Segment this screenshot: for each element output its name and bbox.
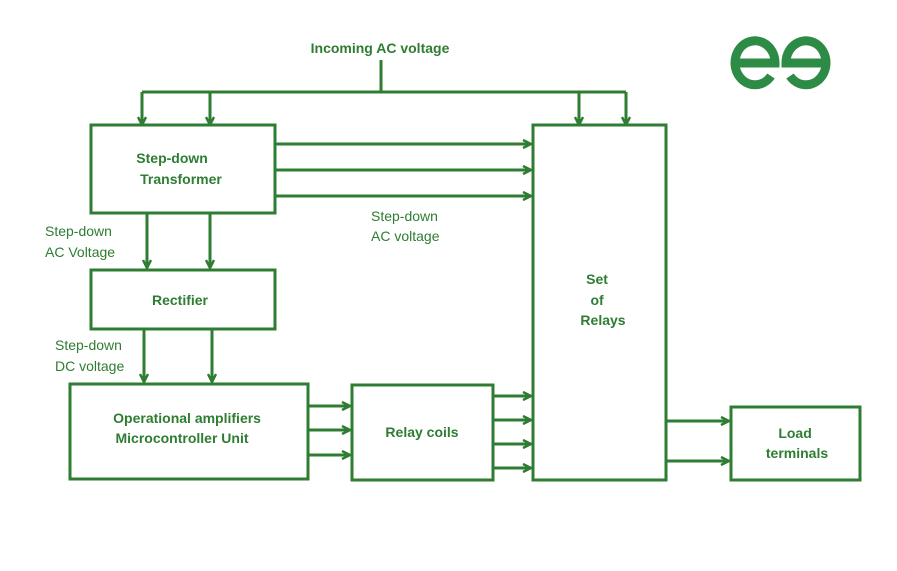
svg-text:Operational amplifiers M: Operational amplifiers Microcontroller U… [113, 410, 265, 446]
svg-text:Step-down Transformer: Step-down Transformer [136, 150, 222, 187]
stepdown-ac-voltage-left-label: Step-down AC Voltage [45, 223, 116, 260]
opamp-to-relay-coils-arrows [308, 406, 350, 455]
relays-label-line3: Relays [580, 312, 625, 328]
rectifier-label: Rectifier [152, 292, 209, 308]
set-of-relays-block: Set of Relays [531, 123, 668, 482]
opamp-label-line2: Microcontroller Unit [115, 430, 248, 446]
incoming-ac-lines [142, 60, 626, 125]
load-label-line2: terminals [766, 445, 828, 461]
svg-text:Load terminals: Load terminals [766, 425, 828, 461]
transformer-label-line1: Step-down [136, 150, 208, 166]
relays-label-line1: Set [586, 271, 608, 287]
rectifier-to-opamp-arrows [144, 329, 212, 382]
rectifier-block: Rectifier [89, 268, 277, 331]
gfg-logo-icon [730, 36, 831, 90]
opamp-label-line1: Operational amplifiers [113, 410, 261, 426]
step-down-transformer-block: Step-down Transformer [89, 123, 277, 215]
transformer-to-rectifier-arrows [147, 213, 210, 268]
relay-coils-label: Relay coils [385, 424, 458, 440]
relays-label-line2: of [590, 292, 604, 308]
transformer-to-relays-arrows [275, 144, 531, 196]
load-terminals-block: Load terminals [729, 405, 862, 482]
incoming-ac-voltage-label: Incoming AC voltage [311, 40, 450, 56]
stepdown-ac-voltage-mid-label: Step-down AC voltage [371, 208, 442, 244]
load-label-line1: Load [778, 425, 811, 441]
transformer-label-line2: Transformer [140, 171, 222, 187]
relays-to-load-arrows [666, 421, 729, 461]
stepdown-dc-voltage-label: Step-down DC voltage [55, 337, 126, 374]
opamp-mcu-block: Operational amplifiers Microcontroller U… [68, 382, 310, 481]
svg-text:Set of Relays: Set of Relays [580, 271, 625, 328]
relay-coils-block: Relay coils [350, 383, 495, 482]
relay-coils-to-relays-arrows [493, 396, 531, 468]
